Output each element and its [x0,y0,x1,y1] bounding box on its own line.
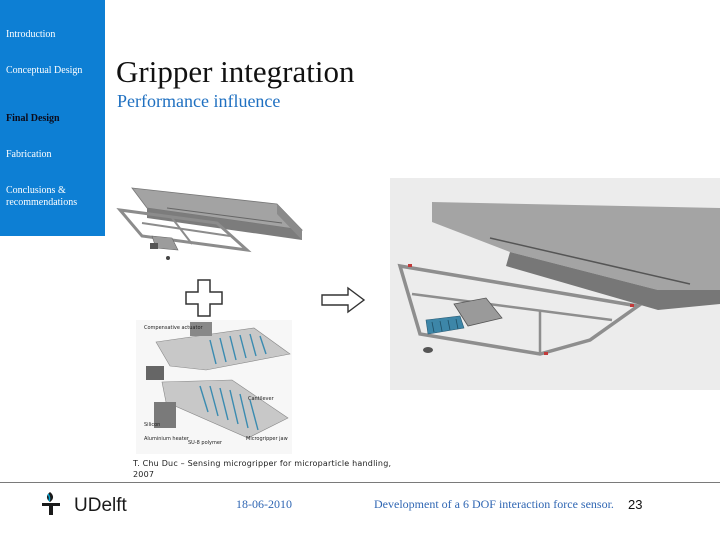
label-su8: SU-8 polymer [188,440,223,446]
microgripper-diagram: Compensative actuator Cantilever Silicon… [136,320,292,454]
label-silicon: Silicon [144,422,160,428]
footer-date: 18-06-2010 [236,497,292,511]
page-subtitle: Performance influence [117,91,281,111]
page-number: 23 [628,497,643,512]
plus-icon [185,279,223,317]
label-al-heater: Aluminium heater [144,436,190,442]
tudelft-logo-icon [42,492,60,515]
page-title: Gripper integration [116,54,355,89]
footer-presentation-title: Development of a 6 DOF interaction force… [374,497,614,511]
label-cantilever: Cantilever [248,396,275,402]
tudelft-logo-text: UDelft [74,495,127,516]
sidebar-item-introduction[interactable]: Introduction [6,29,56,40]
sidebar-item-final-design[interactable]: Final Design [6,113,60,124]
sidebar-item-fabrication[interactable]: Fabrication [6,149,52,160]
footer-divider [0,482,720,483]
figure-caption: T. Chu Duc – Sensing microgripper for mi… [133,459,392,479]
sensor-render-small [116,187,304,260]
sidebar: Introduction Conceptual Design Final Des… [0,0,105,236]
integrated-sensor-render [390,178,720,390]
sidebar-item-conclusions[interactable]: Conclusions & recommendations [6,185,78,208]
label-comp-actuator: Compensative actuator [144,325,204,331]
arrow-right-icon [321,286,366,314]
sidebar-item-conceptual-design[interactable]: Conceptual Design [6,65,83,76]
label-jaw: Microgripper jaw [246,436,288,442]
